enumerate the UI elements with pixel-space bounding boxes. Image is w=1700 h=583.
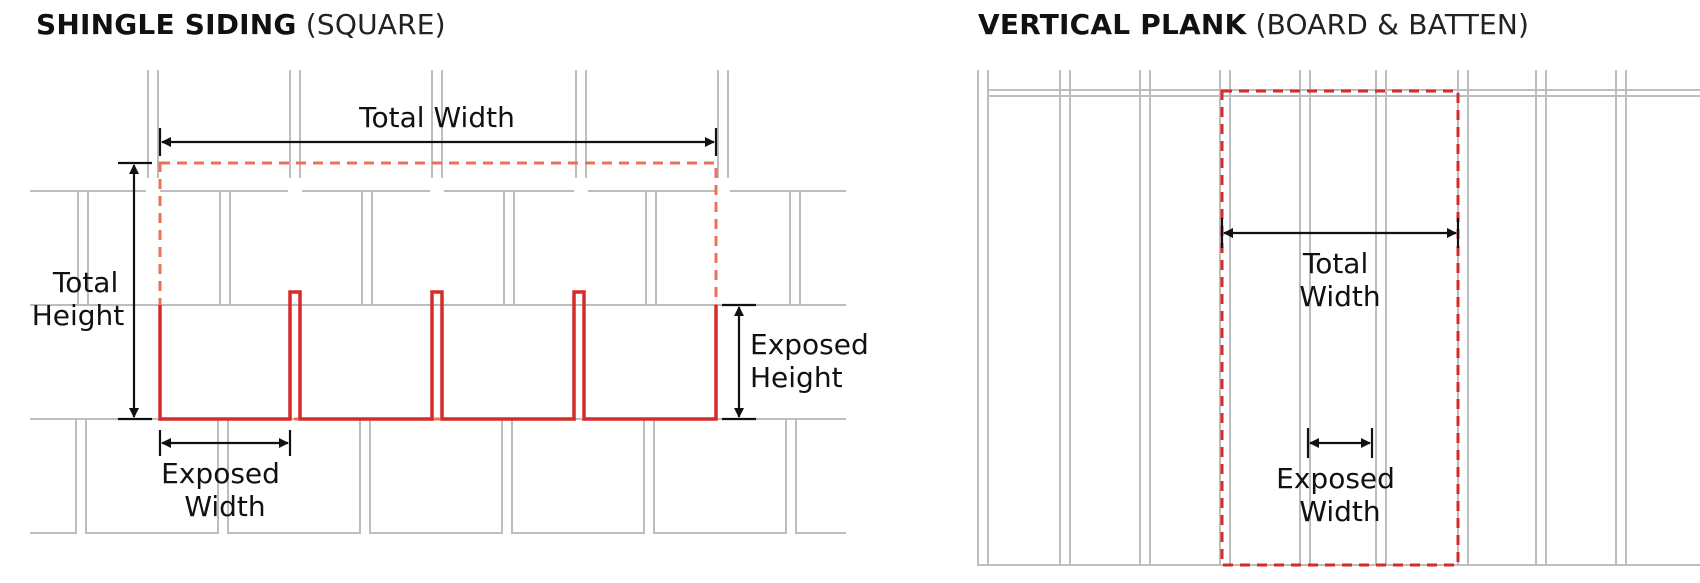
plank-title-main: VERTICAL PLANK [978, 8, 1247, 41]
plank-total-width-line-1: Total [1302, 247, 1368, 280]
plank-total-width-dimension [1220, 218, 1460, 248]
plank-exposed-width-dimension [1306, 428, 1374, 458]
plank-total-area-outline [1220, 89, 1460, 567]
shingle-exposed-width-line-1: Exposed [161, 457, 280, 490]
shingle-exposed-height-dimension [722, 303, 756, 421]
shingle-exposed-height-line-1: Exposed [750, 328, 869, 361]
shingle-exposed-height-label: Exposed Height [750, 328, 878, 394]
plank-wall-outline [977, 70, 1700, 566]
shingle-total-area-outline [158, 161, 718, 421]
shingle-total-height-line-1: Total [52, 266, 118, 299]
plank-total-width-line-2: Width [1299, 280, 1380, 313]
vertical-plank-title: VERTICAL PLANK (BOARD & BATTEN) [978, 8, 1529, 41]
shingle-row-middle [77, 191, 801, 306]
plank-exposed-width-line-2: Width [1299, 495, 1380, 528]
shingle-exposed-width-dimension [158, 430, 292, 456]
plank-exposed-width-label: Exposed Width [1276, 462, 1404, 528]
shingle-exposed-height-line-2: Height [750, 361, 843, 394]
shingle-total-height-dimension [118, 161, 152, 421]
shingle-title-main: SHINGLE SIDING [36, 8, 297, 41]
shingle-exposed-width-label: Exposed Width [161, 457, 289, 523]
shingle-exposed-width-line-2: Width [184, 490, 265, 523]
shingle-title-sub: (SQUARE) [305, 8, 446, 41]
shingle-total-width-dimension [158, 128, 718, 156]
shingle-total-height-label: Total Height [32, 266, 127, 332]
shingle-row-top [147, 70, 729, 178]
plank-exposed-width-line-1: Exposed [1276, 462, 1395, 495]
plank-total-width-label: Total Width [1299, 247, 1380, 313]
shingle-total-height-line-2: Height [32, 299, 125, 332]
shingle-siding-title: SHINGLE SIDING (SQUARE) [36, 8, 446, 41]
shingle-wall [30, 70, 846, 534]
shingle-exposed-outline [158, 290, 718, 421]
plank-title-sub: (BOARD & BATTEN) [1255, 8, 1530, 41]
shingle-row-bottom [30, 419, 846, 534]
shingle-total-width-label: Total Width [358, 101, 515, 134]
